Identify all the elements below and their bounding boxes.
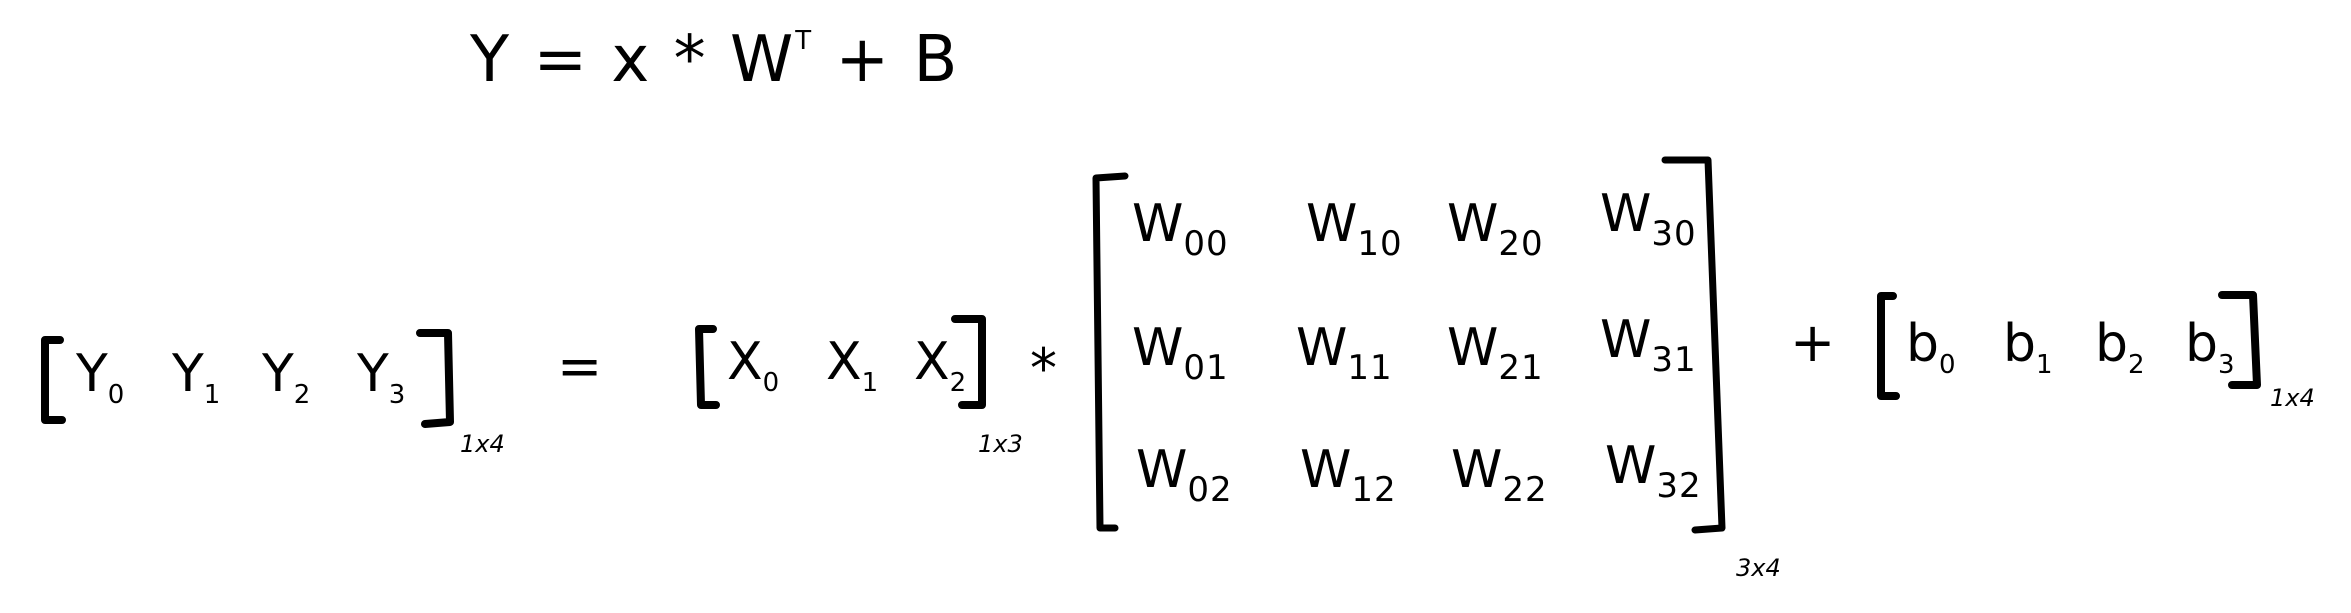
y-vector-right-bracket bbox=[416, 329, 454, 428]
w-matrix-left-bracket bbox=[1092, 172, 1129, 532]
w-matrix-cell: W31 bbox=[1600, 310, 1697, 380]
w-matrix-dimension: 3x4 bbox=[1736, 554, 1781, 582]
y-vector-dimension: 1x4 bbox=[460, 430, 505, 458]
w-matrix-cell: W00 bbox=[1132, 194, 1229, 264]
top-eq-w: W bbox=[729, 23, 796, 97]
top-eq-b: B bbox=[913, 23, 960, 97]
b-vector-item: b1 bbox=[2003, 314, 2053, 380]
b-vector-item: b0 bbox=[1906, 314, 1956, 380]
x-vector-left-bracket bbox=[695, 325, 720, 409]
w-matrix-cell: W22 bbox=[1451, 440, 1548, 510]
top-eq-x: x bbox=[611, 23, 652, 97]
w-matrix-cell: W01 bbox=[1132, 318, 1229, 388]
x-vector-dimension: 1x3 bbox=[978, 430, 1023, 458]
w-matrix-cell: W12 bbox=[1300, 440, 1397, 510]
x-vector-item: X2 bbox=[914, 332, 967, 398]
b-vector-item: b3 bbox=[2185, 314, 2235, 380]
w-matrix-cell: W10 bbox=[1306, 194, 1403, 264]
b-vector-item: b2 bbox=[2095, 314, 2145, 380]
w-matrix-cell: W30 bbox=[1600, 184, 1697, 254]
y-vector-left-bracket bbox=[41, 336, 66, 424]
y-vector-item: Y0 bbox=[76, 344, 125, 410]
top-eq-plus: + bbox=[835, 23, 892, 97]
top-eq-multiply: * bbox=[673, 23, 708, 97]
x-vector-right-bracket bbox=[951, 315, 986, 409]
top-equation: Y = x * WT + B bbox=[470, 28, 959, 92]
w-matrix-cell: W32 bbox=[1605, 436, 1702, 506]
w-matrix-cell: W11 bbox=[1296, 318, 1393, 388]
b-vector-dimension: 1x4 bbox=[2270, 384, 2315, 412]
b-vector-right-bracket bbox=[2218, 291, 2261, 389]
w-matrix-right-bracket bbox=[1661, 156, 1726, 534]
equals-sign: = bbox=[557, 335, 603, 398]
w-matrix-cell: W20 bbox=[1447, 194, 1544, 264]
w-matrix-cell: W02 bbox=[1136, 440, 1233, 510]
y-vector-item: Y1 bbox=[172, 344, 221, 410]
b-vector-left-bracket bbox=[1877, 292, 1900, 400]
y-vector-item: Y3 bbox=[357, 344, 406, 410]
top-eq-equals: = bbox=[533, 23, 590, 97]
y-vector-item: Y2 bbox=[262, 344, 311, 410]
plus-sign: + bbox=[1790, 311, 1836, 374]
multiply-sign: * bbox=[1030, 337, 1057, 400]
x-vector-item: X1 bbox=[826, 332, 879, 398]
w-matrix-cell: W21 bbox=[1447, 318, 1544, 388]
top-eq-transpose: T bbox=[795, 26, 814, 56]
top-eq-lhs: Y bbox=[470, 23, 512, 97]
x-vector-item: X0 bbox=[727, 332, 780, 398]
